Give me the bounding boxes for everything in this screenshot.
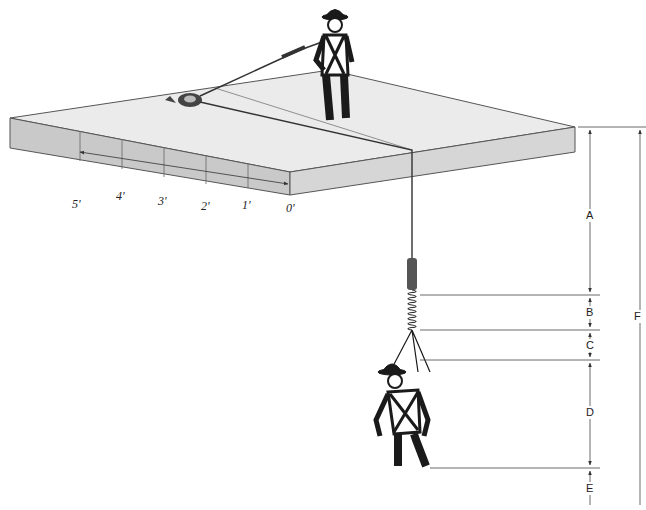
ruler-mark: 3': [158, 195, 167, 207]
dimension-letter: A: [584, 209, 595, 222]
ruler-mark: 4': [116, 190, 125, 202]
anchor-srl: [165, 93, 202, 107]
lanyard-absorber: [282, 47, 305, 57]
slab: [10, 70, 575, 195]
dimension-letter: D: [584, 406, 596, 419]
hanging-worker: [376, 330, 430, 466]
lifeline: [200, 42, 322, 96]
lifeline: [200, 102, 412, 258]
dimension-letter: C: [584, 339, 596, 352]
dimension-letter: B: [584, 306, 595, 319]
ruler-mark: 0': [286, 202, 295, 214]
standing-worker: [316, 10, 352, 121]
dimension-letter: F: [632, 310, 643, 323]
ruler-ticks: [80, 131, 288, 188]
slab-seam: [215, 88, 412, 150]
dimension-letter: E: [584, 482, 595, 495]
ruler-mark: 5': [72, 198, 81, 210]
ruler-mark: 1': [242, 199, 251, 211]
dimension-lines: [420, 127, 646, 505]
shock-absorber: [407, 258, 417, 290]
ruler-mark: 2': [201, 200, 210, 212]
deployed-absorber: [408, 290, 416, 330]
